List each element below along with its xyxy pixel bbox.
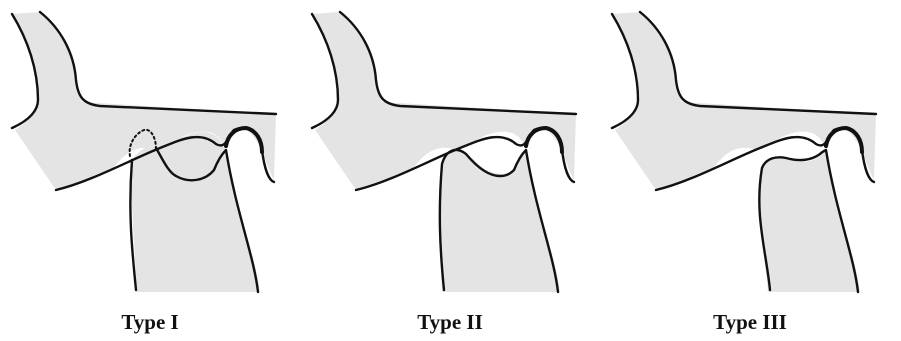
skull-base: [612, 12, 876, 190]
panel-type-3: Type III: [600, 0, 900, 341]
panel-type-2: Type II: [300, 0, 600, 341]
panel-type-1: Type I: [0, 0, 300, 341]
panel-label: Type II: [300, 310, 600, 334]
type-2-diagram: [300, 0, 600, 300]
type-3-diagram: [600, 0, 900, 300]
condyle: [760, 150, 860, 292]
panel-label: Type III: [600, 310, 900, 334]
panel-label: Type I: [0, 310, 300, 334]
type-1-diagram: [0, 0, 300, 300]
condyle: [132, 132, 260, 292]
